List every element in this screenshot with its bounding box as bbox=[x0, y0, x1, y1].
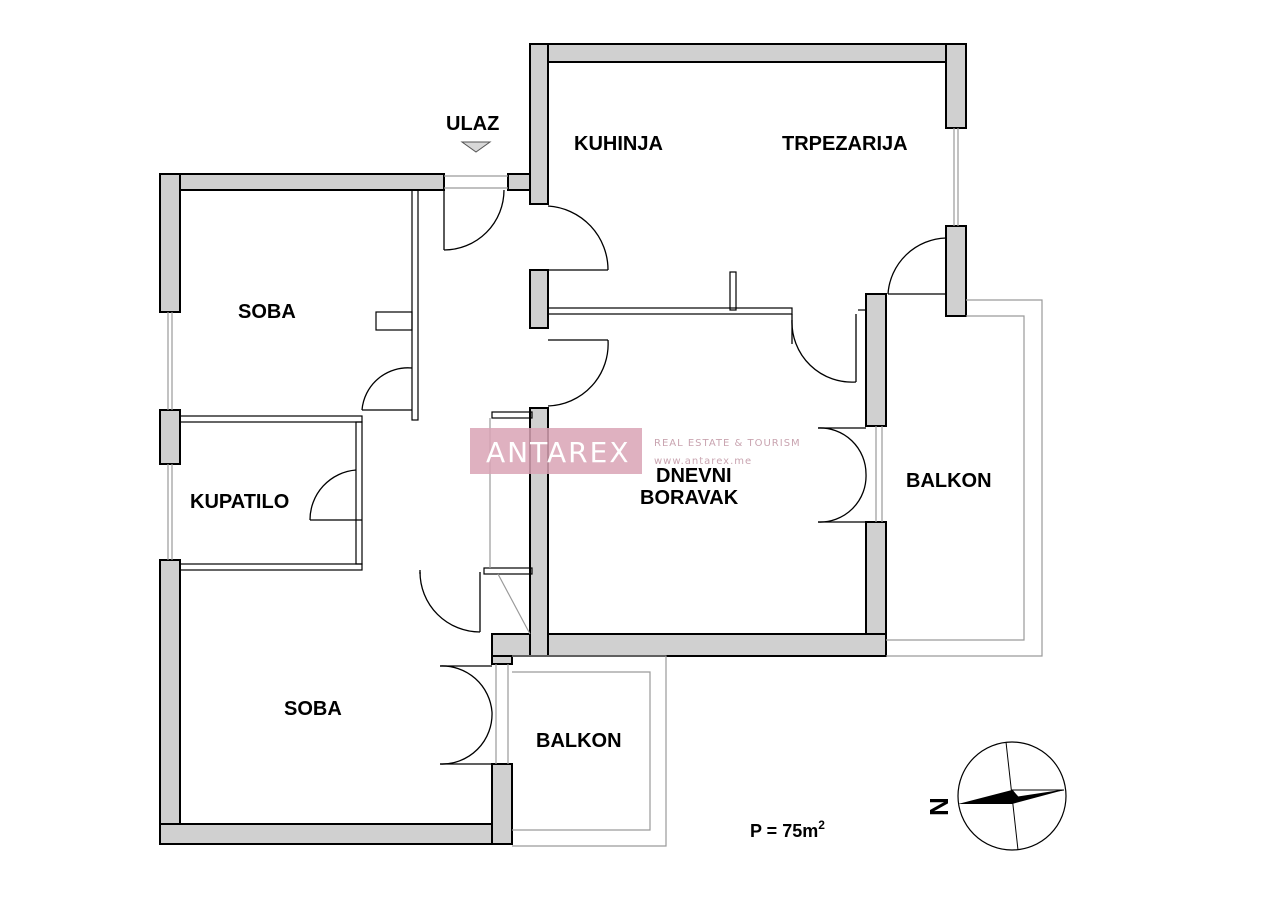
label-living-line1: DNEVNI bbox=[656, 465, 732, 487]
label-balcony-bottom: BALKON bbox=[536, 730, 622, 752]
watermark-logo-box bbox=[470, 428, 642, 474]
compass-icon: N bbox=[924, 741, 1067, 851]
label-entrance: ULAZ bbox=[446, 113, 499, 135]
entrance-arrow-icon bbox=[460, 141, 492, 153]
label-bedroom-bottom: SOBA bbox=[284, 698, 342, 720]
label-dining: TRPEZARIJA bbox=[782, 133, 908, 155]
label-balcony-right: BALKON bbox=[906, 470, 992, 492]
doors bbox=[309, 189, 947, 765]
watermark-brand: ANTAREX bbox=[486, 436, 631, 469]
watermark-tagline: REAL ESTATE & TOURISM bbox=[654, 438, 801, 449]
area-label: P = 75m2 bbox=[750, 818, 825, 841]
balcony-outlines bbox=[512, 299, 1043, 847]
label-bathroom: KUPATILO bbox=[190, 491, 289, 513]
label-living-line2: BORAVAK bbox=[640, 487, 739, 509]
watermark-url: www.antarex.me bbox=[654, 456, 752, 467]
walls bbox=[159, 43, 967, 845]
interior-partitions bbox=[179, 189, 866, 575]
watermark: ANTAREX REAL ESTATE & TOURISM www.antare… bbox=[470, 428, 801, 474]
label-bedroom-top: SOBA bbox=[238, 301, 296, 323]
compass-north-label: N bbox=[924, 797, 954, 816]
label-kitchen: KUHINJA bbox=[574, 133, 663, 155]
